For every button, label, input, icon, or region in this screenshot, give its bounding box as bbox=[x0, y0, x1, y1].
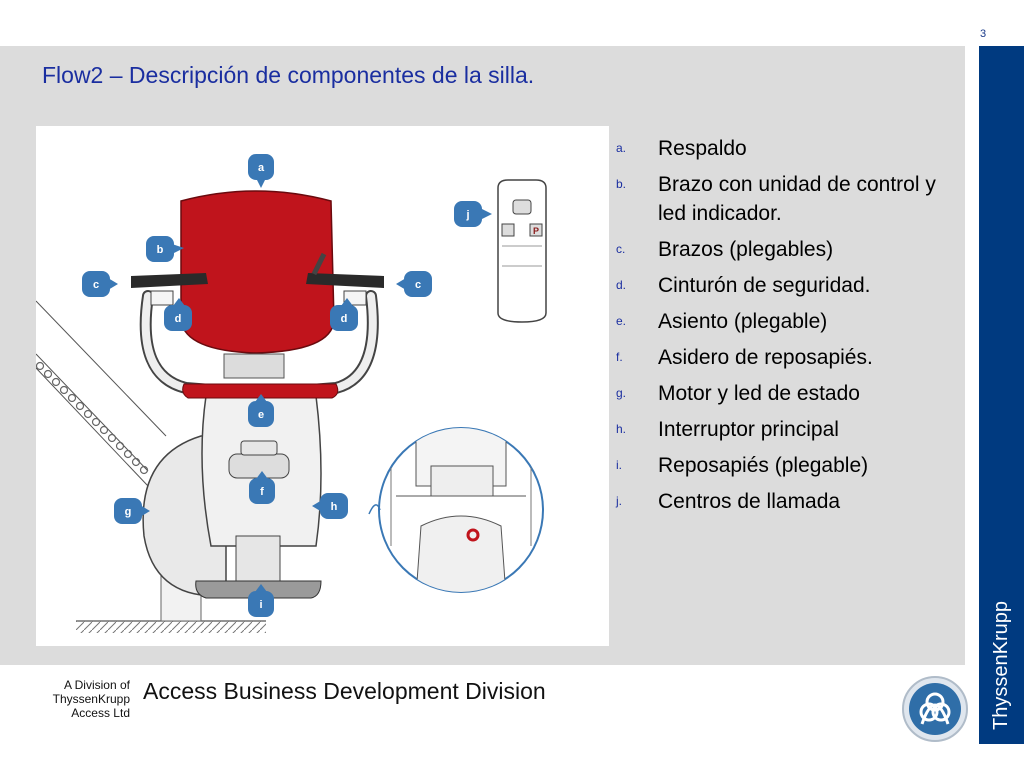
component-marker: h. bbox=[616, 422, 627, 436]
division-line-3: Access Ltd bbox=[71, 706, 130, 720]
chair-illustration: P a b c bbox=[36, 154, 547, 633]
callout-f-label: f bbox=[260, 486, 264, 498]
component-item: j. Centros de llamada bbox=[616, 487, 961, 516]
component-item: g. Motor y led de estado bbox=[616, 379, 961, 408]
footrest-post bbox=[235, 535, 281, 582]
backrest bbox=[180, 190, 335, 354]
component-item: h. Interruptor principal bbox=[616, 415, 961, 444]
component-item: i. Reposapiés (plegable) bbox=[616, 451, 961, 480]
component-text: Interruptor principal bbox=[658, 418, 839, 441]
callout-b: b bbox=[146, 236, 184, 262]
division-name: Access Business Development Division bbox=[143, 678, 546, 704]
component-item: c. Brazos (plegables) bbox=[616, 235, 961, 264]
callout-c-right: c bbox=[396, 271, 432, 297]
component-marker: g. bbox=[616, 386, 627, 400]
armrest-left bbox=[131, 273, 208, 288]
callout-j: j bbox=[454, 201, 492, 227]
component-item: f. Asidero de reposapiés. bbox=[616, 343, 961, 372]
division-line-2: ThyssenKrupp bbox=[52, 692, 130, 706]
callout-f: f bbox=[249, 471, 275, 504]
division-statement: A Division of ThyssenKrupp Access Ltd bbox=[20, 678, 130, 720]
stair-rail bbox=[36, 300, 167, 487]
component-text: Motor y led de estado bbox=[658, 382, 860, 405]
page-number: 3 bbox=[980, 28, 987, 40]
component-marker: a. bbox=[616, 141, 627, 155]
callout-a: a bbox=[248, 154, 274, 188]
component-text: Asidero de reposapiés. bbox=[658, 346, 873, 369]
brand-name: ThyssenKrupp bbox=[990, 601, 1012, 730]
component-item: b. Brazo con unidad de control y led indi… bbox=[616, 170, 961, 228]
seat-cushion bbox=[182, 383, 339, 399]
callout-g: g bbox=[114, 498, 150, 524]
detail-inset bbox=[368, 427, 544, 593]
component-text: Cinturón de seguridad. bbox=[658, 274, 871, 297]
callout-i-label: i bbox=[259, 599, 262, 611]
callout-h: h bbox=[312, 493, 348, 519]
component-text: Brazos (plegables) bbox=[658, 238, 834, 261]
handle-top bbox=[240, 440, 278, 456]
component-item: e. Asiento (plegable) bbox=[616, 307, 961, 336]
arm-joint-left bbox=[150, 290, 174, 306]
division-line-1: A Division of bbox=[63, 678, 130, 692]
control-joystick bbox=[311, 252, 327, 276]
component-marker: i. bbox=[616, 458, 622, 472]
callout-j-label: j bbox=[465, 209, 469, 221]
callout-c-left-label: c bbox=[93, 279, 99, 291]
callout-e-label: e bbox=[258, 409, 264, 421]
component-marker: j. bbox=[616, 494, 622, 508]
callout-d-right: d bbox=[330, 298, 358, 331]
remote-control: P bbox=[497, 179, 547, 323]
slide-title: Flow2 – Descripción de componentes de la… bbox=[42, 62, 535, 88]
backrest-lower bbox=[223, 353, 285, 379]
brand-vertical-label: ThyssenKrupp bbox=[979, 46, 1024, 744]
component-marker: c. bbox=[616, 242, 626, 256]
callout-b-label: b bbox=[157, 244, 164, 256]
component-list: a. Respaldo b. Brazo con unidad de control… bbox=[616, 134, 961, 523]
callout-d-left: d bbox=[164, 298, 192, 331]
remote-p-label: P bbox=[533, 226, 539, 236]
callout-a-label: a bbox=[258, 162, 265, 174]
chair-diagram: P a b c bbox=[36, 126, 609, 646]
component-text: Asiento (plegable) bbox=[658, 310, 828, 333]
component-marker: f. bbox=[616, 350, 623, 364]
callout-g-label: g bbox=[125, 506, 132, 518]
callout-d-right-label: d bbox=[341, 313, 348, 325]
component-marker: b. bbox=[616, 177, 627, 191]
callout-c-right-label: c bbox=[415, 279, 421, 291]
grab-handle bbox=[228, 453, 290, 479]
brand-sidebar bbox=[979, 46, 1024, 744]
callout-e: e bbox=[248, 394, 274, 427]
thyssenkrupp-logo-icon bbox=[900, 674, 970, 749]
component-text: Respaldo bbox=[658, 137, 747, 160]
component-marker: d. bbox=[616, 278, 627, 292]
callout-h-label: h bbox=[331, 501, 338, 513]
component-text: Brazo con unidad de control y led indica… bbox=[658, 173, 936, 225]
component-text: Reposapiés (plegable) bbox=[658, 454, 869, 477]
component-text: Centros de llamada bbox=[658, 490, 841, 513]
callout-d-left-label: d bbox=[175, 313, 182, 325]
callout-i: i bbox=[248, 584, 274, 617]
component-item: a. Respaldo bbox=[616, 134, 961, 163]
callout-c-left: c bbox=[82, 271, 118, 297]
component-item: d. Cinturón de seguridad. bbox=[616, 271, 961, 300]
component-marker: e. bbox=[616, 314, 627, 328]
armrest-right bbox=[306, 273, 384, 288]
